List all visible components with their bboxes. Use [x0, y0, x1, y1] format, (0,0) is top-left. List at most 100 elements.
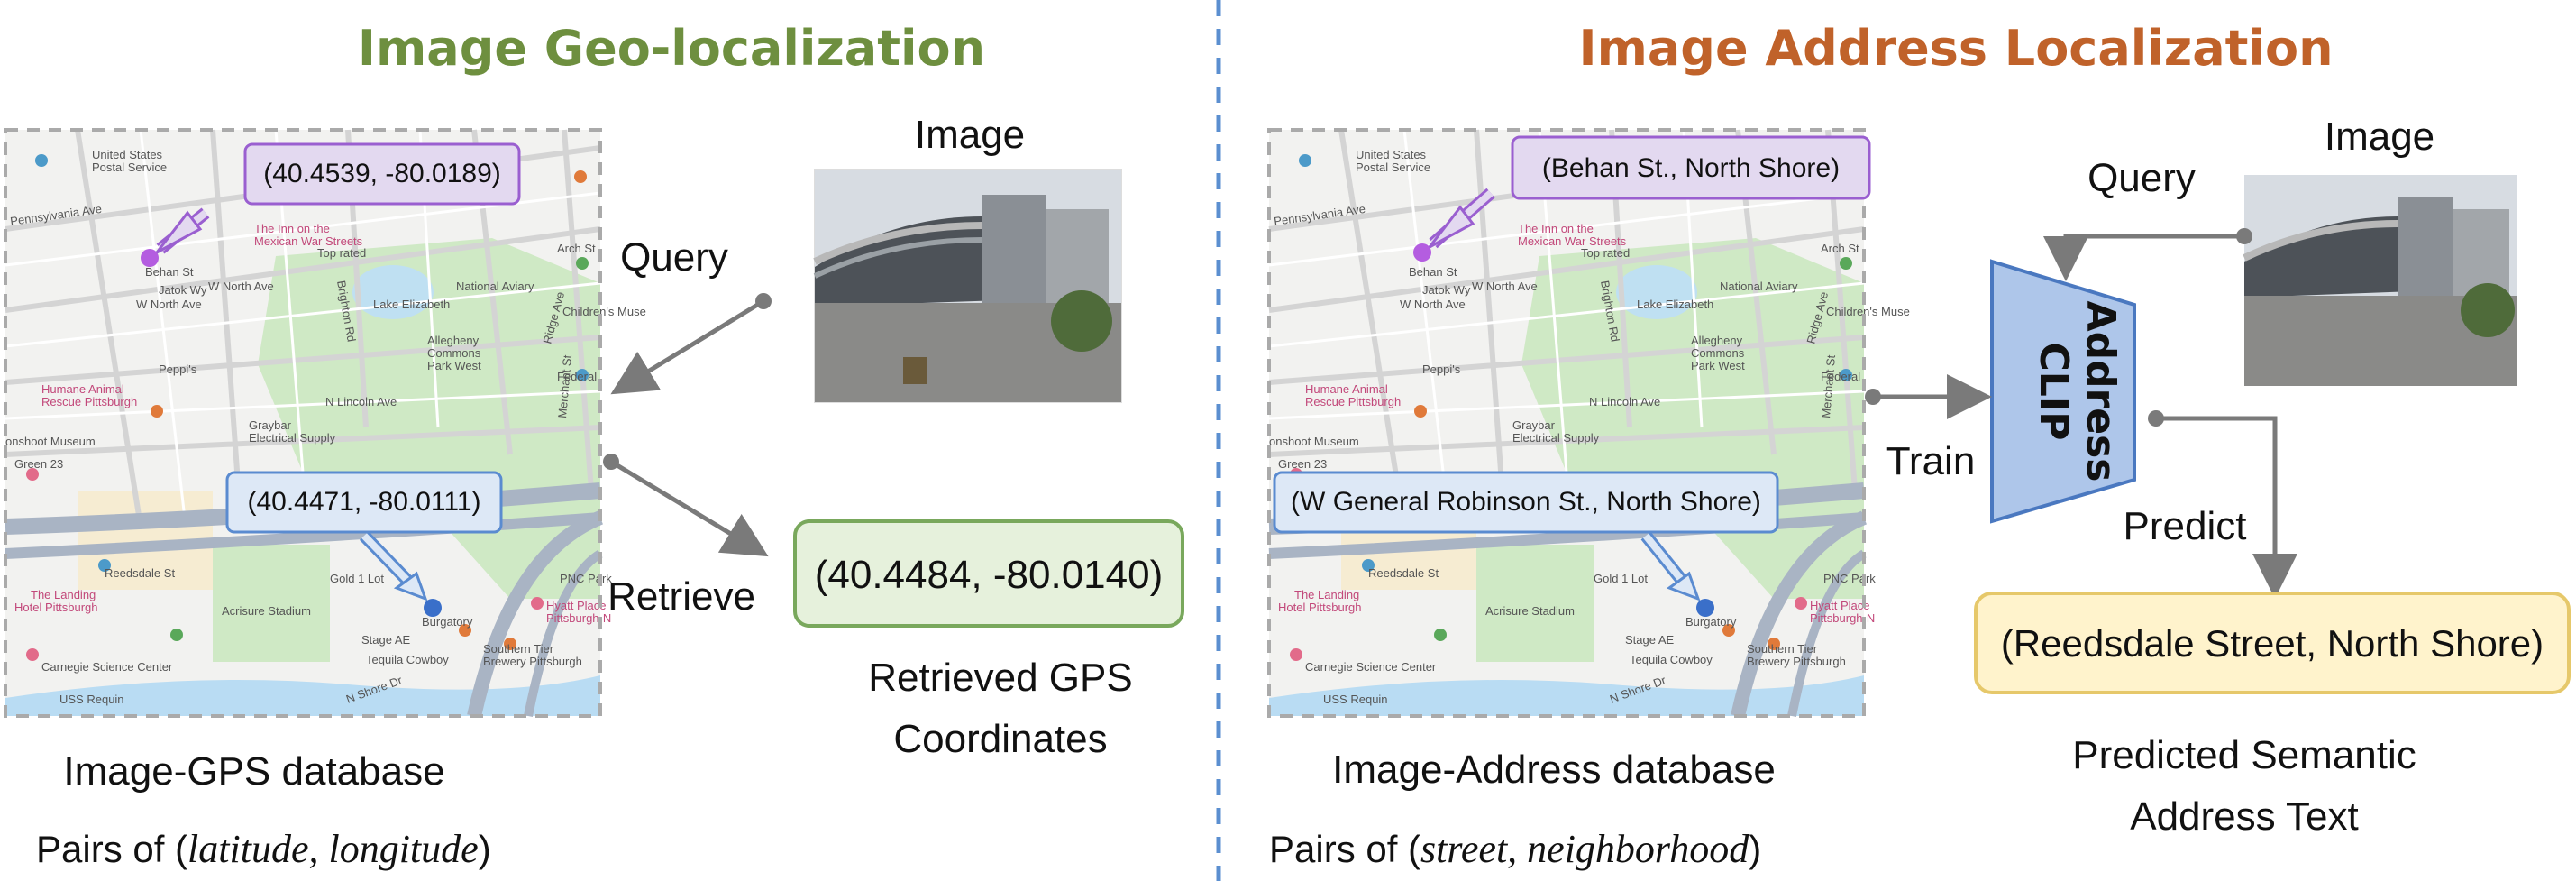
svg-text:W North Ave: W North Ave [1472, 280, 1538, 293]
svg-text:Green 23: Green 23 [14, 457, 63, 471]
right-image-label: Image [2325, 115, 2434, 159]
svg-text:Hyatt Place: Hyatt Place [546, 599, 606, 612]
retrieved-caption-1: Retrieved GPS [868, 656, 1132, 700]
right-query-arrow [2043, 234, 2244, 281]
address-clip-model [1990, 259, 2136, 524]
svg-text:Carnegie Science Center: Carnegie Science Center [41, 660, 173, 674]
svg-text:The Inn on the: The Inn on the [1518, 222, 1594, 235]
train-label: Train [1886, 439, 1976, 483]
callout-top-text: (40.4539, -80.0189) [263, 159, 501, 188]
callout-box-top-right [1511, 135, 1871, 200]
svg-text:Brewery Pittsburgh: Brewery Pittsburgh [1747, 655, 1846, 668]
svg-text:The Landing: The Landing [1294, 588, 1359, 601]
svg-text:Burgatory: Burgatory [422, 615, 473, 629]
svg-text:USS Requin: USS Requin [59, 693, 124, 706]
predict-arrow [2156, 416, 2297, 599]
callout-pointer-blue [393, 571, 428, 601]
retrieve-label: Retrieve [607, 574, 755, 619]
svg-text:Acrisure Stadium: Acrisure Stadium [222, 604, 311, 618]
query-label: Query [620, 235, 728, 280]
svg-text:Jatok Wy: Jatok Wy [159, 283, 207, 297]
svg-text:onshoot Museum: onshoot Museum [5, 435, 96, 448]
right-pairs-caption: Pairs of (street, neighborhood) [1269, 827, 1761, 871]
svg-text:PNC Park: PNC Park [560, 572, 612, 585]
left-map: United States Postal Service Pennsylvani… [5, 130, 646, 716]
callout-pointer-blue-right [1666, 571, 1701, 601]
svg-text:Humane Animal: Humane Animal [1305, 382, 1388, 396]
svg-text:Behan St: Behan St [1409, 265, 1457, 279]
svg-text:Federal: Federal [1821, 370, 1860, 383]
svg-text:Gold 1 Lot: Gold 1 Lot [1594, 572, 1648, 585]
predicted-caption-1: Predicted Semantic [2072, 733, 2416, 777]
svg-text:United States: United States [1356, 148, 1427, 161]
svg-text:USS Requin: USS Requin [1323, 693, 1388, 706]
svg-text:PNC Park: PNC Park [1823, 572, 1876, 585]
callout-box-bottom [225, 471, 503, 534]
svg-text:National Aviary: National Aviary [456, 280, 534, 293]
svg-text:Allegheny: Allegheny [1691, 334, 1743, 347]
svg-text:Electrical Supply: Electrical Supply [1512, 431, 1600, 445]
left-image-label: Image [915, 113, 1025, 157]
left-query-image [813, 169, 1122, 403]
svg-text:Merchant St: Merchant St [555, 354, 574, 419]
svg-text:Mexican War Streets: Mexican War Streets [254, 234, 363, 248]
svg-text:Electrical Supply: Electrical Supply [249, 431, 336, 445]
svg-text:Hotel Pittsburgh: Hotel Pittsburgh [14, 601, 98, 614]
svg-text:Allegheny: Allegheny [427, 334, 480, 347]
predicted-caption-2: Address Text [2130, 794, 2359, 839]
predicted-address-text: (Reedsdale Street, North Shore) [2001, 622, 2544, 665]
svg-text:Park West: Park West [427, 359, 481, 372]
svg-text:Mexican War Streets: Mexican War Streets [1518, 234, 1627, 248]
right-query-label: Query [2087, 156, 2196, 200]
svg-text:Acrisure Stadium: Acrisure Stadium [1485, 604, 1575, 618]
svg-text:Postal Service: Postal Service [92, 161, 167, 174]
svg-text:Jatok Wy: Jatok Wy [1422, 283, 1471, 297]
retrieved-caption-2: Coordinates [893, 717, 1107, 761]
svg-text:Commons: Commons [1691, 346, 1745, 360]
svg-text:Humane Animal: Humane Animal [41, 382, 124, 396]
svg-text:Behan St: Behan St [145, 265, 194, 279]
svg-text:Brewery Pittsburgh: Brewery Pittsburgh [483, 655, 582, 668]
svg-text:Lake Elizabeth: Lake Elizabeth [373, 298, 450, 311]
svg-text:Arch St: Arch St [557, 242, 596, 255]
retrieved-gps-box [793, 519, 1184, 628]
svg-text:Tequila Cowboy: Tequila Cowboy [366, 653, 449, 666]
svg-text:Federal: Federal [557, 370, 597, 383]
svg-text:Gold 1 Lot: Gold 1 Lot [330, 572, 384, 585]
location-marker-purple-right [1413, 243, 1431, 262]
svg-text:N Lincoln Ave: N Lincoln Ave [1589, 395, 1660, 408]
svg-text:Arch St: Arch St [1821, 242, 1859, 255]
right-query-image [2243, 175, 2517, 386]
svg-text:Burgatory: Burgatory [1685, 615, 1737, 629]
left-pairs-caption: Pairs of (latitude, longitude) [36, 827, 491, 871]
model-label-clip: CLIP [2031, 343, 2077, 441]
svg-text:The Inn on the: The Inn on the [254, 222, 330, 235]
retrieved-gps-text: (40.4484, -80.0140) [815, 553, 1164, 597]
svg-text:Lake Elizabeth: Lake Elizabeth [1637, 298, 1713, 311]
right-db-caption: Image-Address database [1332, 748, 1776, 792]
location-marker-blue [424, 599, 442, 617]
left-map-border [4, 128, 602, 718]
svg-text:Tequila Cowboy: Tequila Cowboy [1630, 653, 1713, 666]
svg-text:Pittsburgh-N: Pittsburgh-N [1810, 611, 1875, 625]
predict-label: Predict [2124, 504, 2247, 548]
svg-text:Reedsdale St: Reedsdale St [105, 566, 175, 580]
svg-text:National Aviary: National Aviary [1720, 280, 1798, 293]
right-title: Image Address Localization [1578, 20, 2333, 77]
svg-text:Merchant St: Merchant St [1819, 354, 1838, 419]
svg-text:Children's Muse: Children's Muse [1826, 305, 1910, 318]
left-db-caption: Image-GPS database [63, 749, 444, 794]
callout-box-bottom-right [1273, 471, 1779, 534]
svg-text:W North Ave: W North Ave [208, 280, 274, 293]
svg-text:Top rated: Top rated [1581, 246, 1630, 260]
right-map-border [1267, 128, 1866, 718]
svg-text:United States: United States [92, 148, 163, 161]
svg-text:Carnegie Science Center: Carnegie Science Center [1305, 660, 1437, 674]
right-map: United States Postal Service Pennsylvani… [1269, 130, 1910, 716]
svg-text:Graybar: Graybar [1512, 418, 1556, 432]
svg-text:N Lincoln Ave: N Lincoln Ave [325, 395, 397, 408]
svg-text:Stage AE: Stage AE [361, 633, 411, 647]
callout-box-top [243, 142, 521, 206]
svg-text:W North Ave: W North Ave [1400, 298, 1466, 311]
